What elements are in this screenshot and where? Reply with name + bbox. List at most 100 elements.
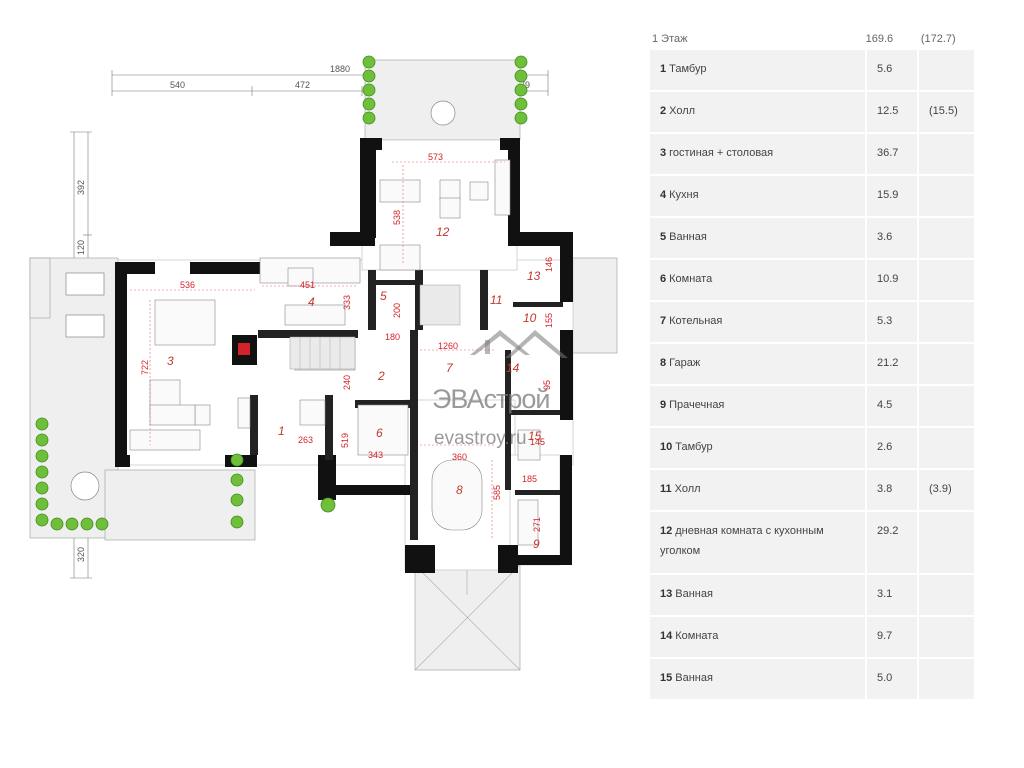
inner-dim-label: 333 xyxy=(342,295,352,310)
room-number: 10 xyxy=(523,311,537,325)
inner-dim-label: 1260 xyxy=(438,341,458,351)
room-name: гостиная + столовая xyxy=(669,147,774,159)
inner-dim-label: 155 xyxy=(544,313,554,328)
room-number: 14 xyxy=(506,361,520,375)
room-area-extra xyxy=(919,260,974,300)
room-name: дневная комната с кухонным уголком xyxy=(660,525,824,557)
inner-dim-label: 538 xyxy=(392,210,402,225)
inner-dim-label: 271 xyxy=(532,517,542,532)
room-area-extra xyxy=(919,302,974,342)
inner-dim-label: 343 xyxy=(368,450,383,460)
room-name: Ванная xyxy=(675,672,713,684)
stairs xyxy=(289,284,461,370)
room-number: 3 xyxy=(167,354,174,368)
room-area-extra: (15.5) xyxy=(919,92,974,132)
room-number-label: 14 xyxy=(660,630,673,642)
room-name: Гараж xyxy=(669,357,701,369)
inner-dim-label: 185 xyxy=(522,474,537,484)
floor-label: 1 Этаж xyxy=(652,33,688,45)
inner-dim-label: 180 xyxy=(385,332,400,342)
room-number-label: 8 xyxy=(660,357,667,369)
inner-dimension-lines xyxy=(130,161,505,540)
room-area: 10.9 xyxy=(867,260,917,300)
floor-total-extra: (172.7) xyxy=(920,33,956,45)
room-number-label: 6 xyxy=(660,273,667,285)
room-area-extra xyxy=(919,575,974,615)
room-name: Котельная xyxy=(669,315,723,327)
watermark-brand: ЭВАстрой xyxy=(432,384,551,414)
room-name: Тамбур xyxy=(669,63,707,75)
inner-dim-label: 146 xyxy=(544,257,554,272)
room-number-label: 3 xyxy=(660,147,667,159)
watermark-logo-icon xyxy=(470,330,568,358)
room-number: 15 xyxy=(528,429,542,443)
fireplace-fire xyxy=(238,343,250,355)
furniture xyxy=(129,159,541,546)
room-area: 3.6 xyxy=(867,218,917,258)
watermark-site: evastroy.ru xyxy=(434,428,527,449)
room-area-extra xyxy=(919,50,974,90)
floor-plan: 1880 540 472 689 179 392 120 1700 638 12… xyxy=(29,55,618,671)
room-area-extra xyxy=(919,512,974,573)
area-table-header: 1 Этаж 169.6 (172.7) xyxy=(650,28,975,50)
room-area-extra xyxy=(919,344,974,384)
trees xyxy=(35,55,528,531)
room-name: Кухня xyxy=(669,189,699,201)
room-number-label: 7 xyxy=(660,315,667,327)
room-area: 5.6 xyxy=(867,50,917,90)
room-number: 9 xyxy=(533,537,540,551)
room-name: Ванная xyxy=(669,231,707,243)
room-name: Прачечная xyxy=(669,399,725,411)
dim-top-total: 1880 xyxy=(330,64,350,74)
room-area: 2.6 xyxy=(867,428,917,468)
exterior-walls xyxy=(115,138,573,573)
room-number: 8 xyxy=(456,483,463,497)
inner-dim-label: 240 xyxy=(342,375,352,390)
room-area: 36.7 xyxy=(867,134,917,174)
room-area: 3.1 xyxy=(867,575,917,615)
floor-plan-drawing: 1880 540 472 689 179 392 120 1700 638 12… xyxy=(29,55,618,671)
dim-left-1: 392 xyxy=(76,180,86,195)
room-number: 1 xyxy=(278,424,285,438)
room-number-label: 9 xyxy=(660,399,667,411)
room-area: 12.5 xyxy=(867,92,917,132)
room-name: Холл xyxy=(674,483,701,495)
room-number: 5 xyxy=(380,289,387,303)
room-number-label: 5 xyxy=(660,231,667,243)
inner-dim-label: 536 xyxy=(180,280,195,290)
room-number-label: 2 xyxy=(660,105,667,117)
room-name: Ванная xyxy=(675,588,713,600)
interior-walls xyxy=(250,270,563,540)
floor-total-area: 169.6 xyxy=(865,33,894,45)
inner-dim-label: 451 xyxy=(300,280,315,290)
room-number: 4 xyxy=(308,295,315,309)
inner-dim-label: 573 xyxy=(428,152,443,162)
dim-top-1: 540 xyxy=(170,80,185,90)
dim-top-2: 472 xyxy=(295,80,310,90)
room-area: 5.0 xyxy=(867,659,917,699)
room-area: 29.2 xyxy=(867,512,917,573)
room-area-extra xyxy=(919,428,974,468)
